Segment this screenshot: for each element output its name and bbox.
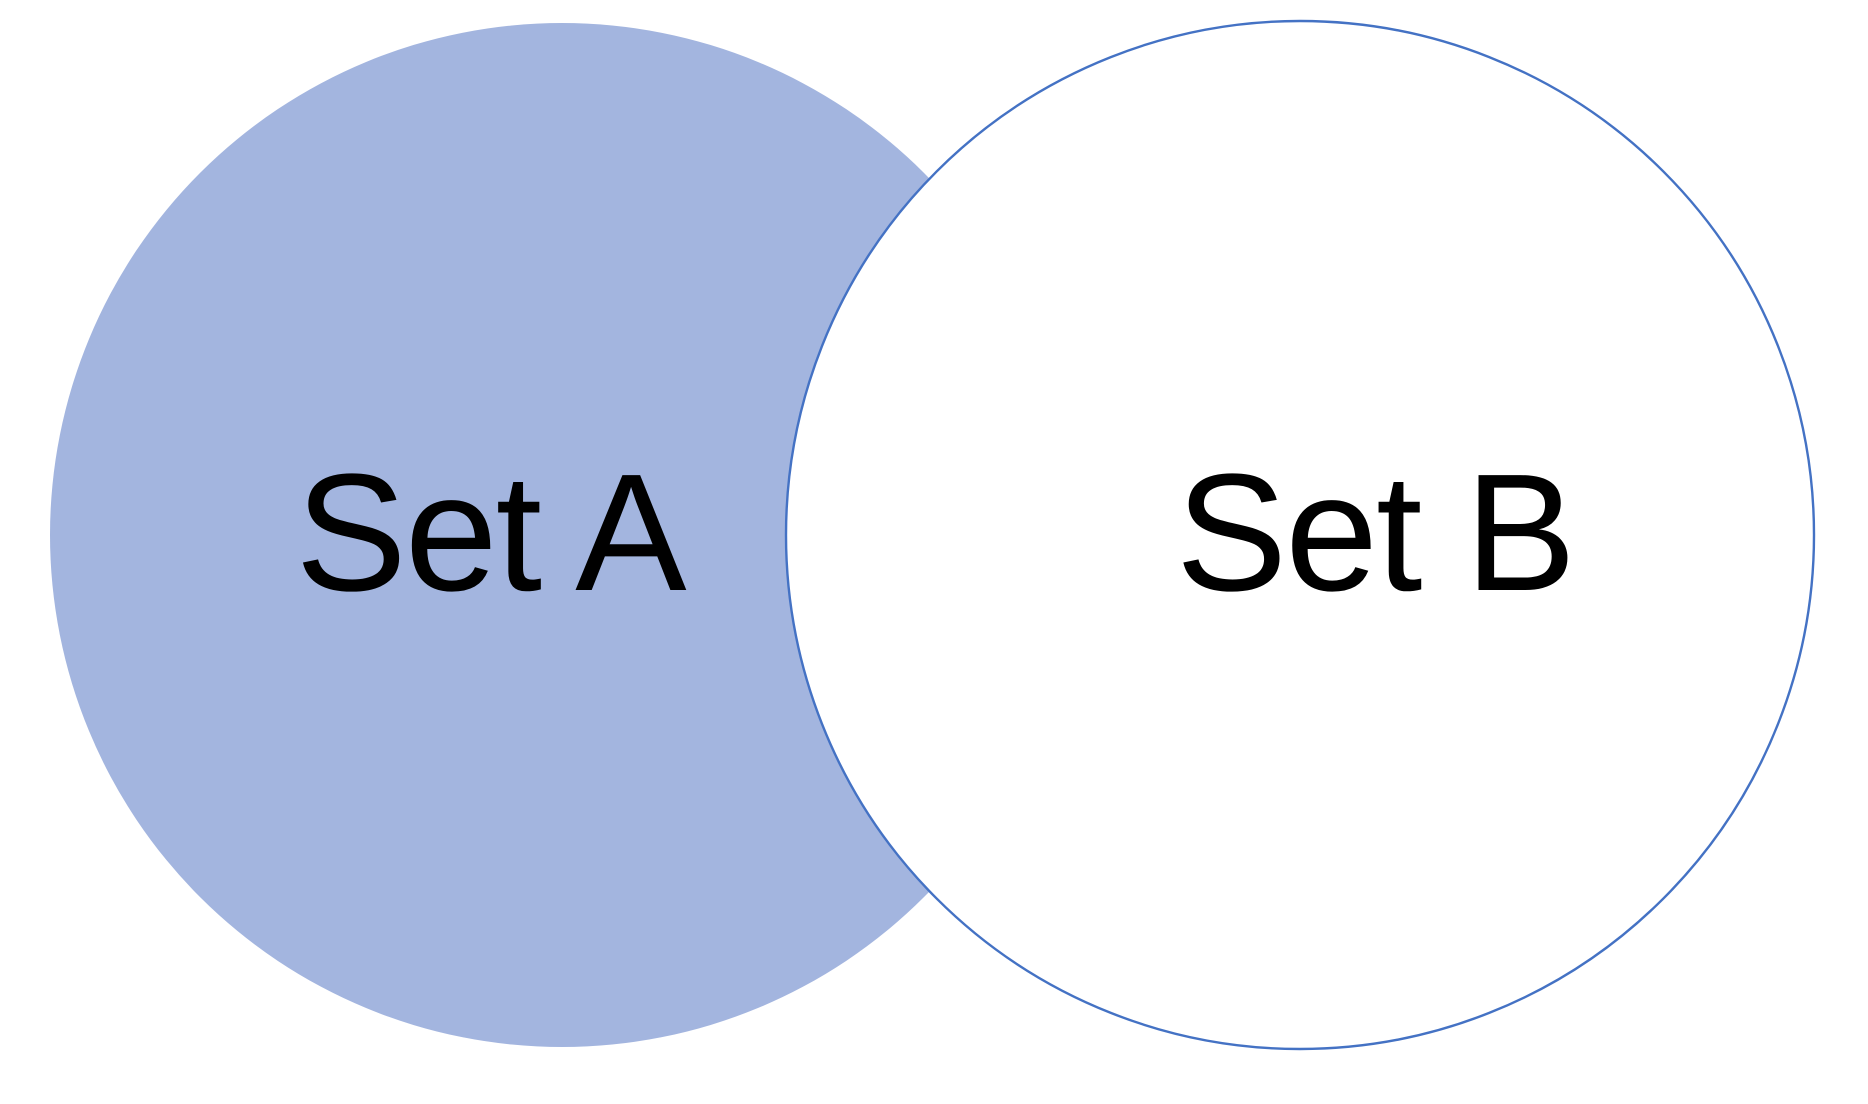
set-a-label: Set A (295, 440, 687, 626)
set-b-label: Set B (1176, 440, 1574, 626)
set-b-circle (784, 19, 1816, 1051)
set-a-circle (50, 23, 1074, 1047)
